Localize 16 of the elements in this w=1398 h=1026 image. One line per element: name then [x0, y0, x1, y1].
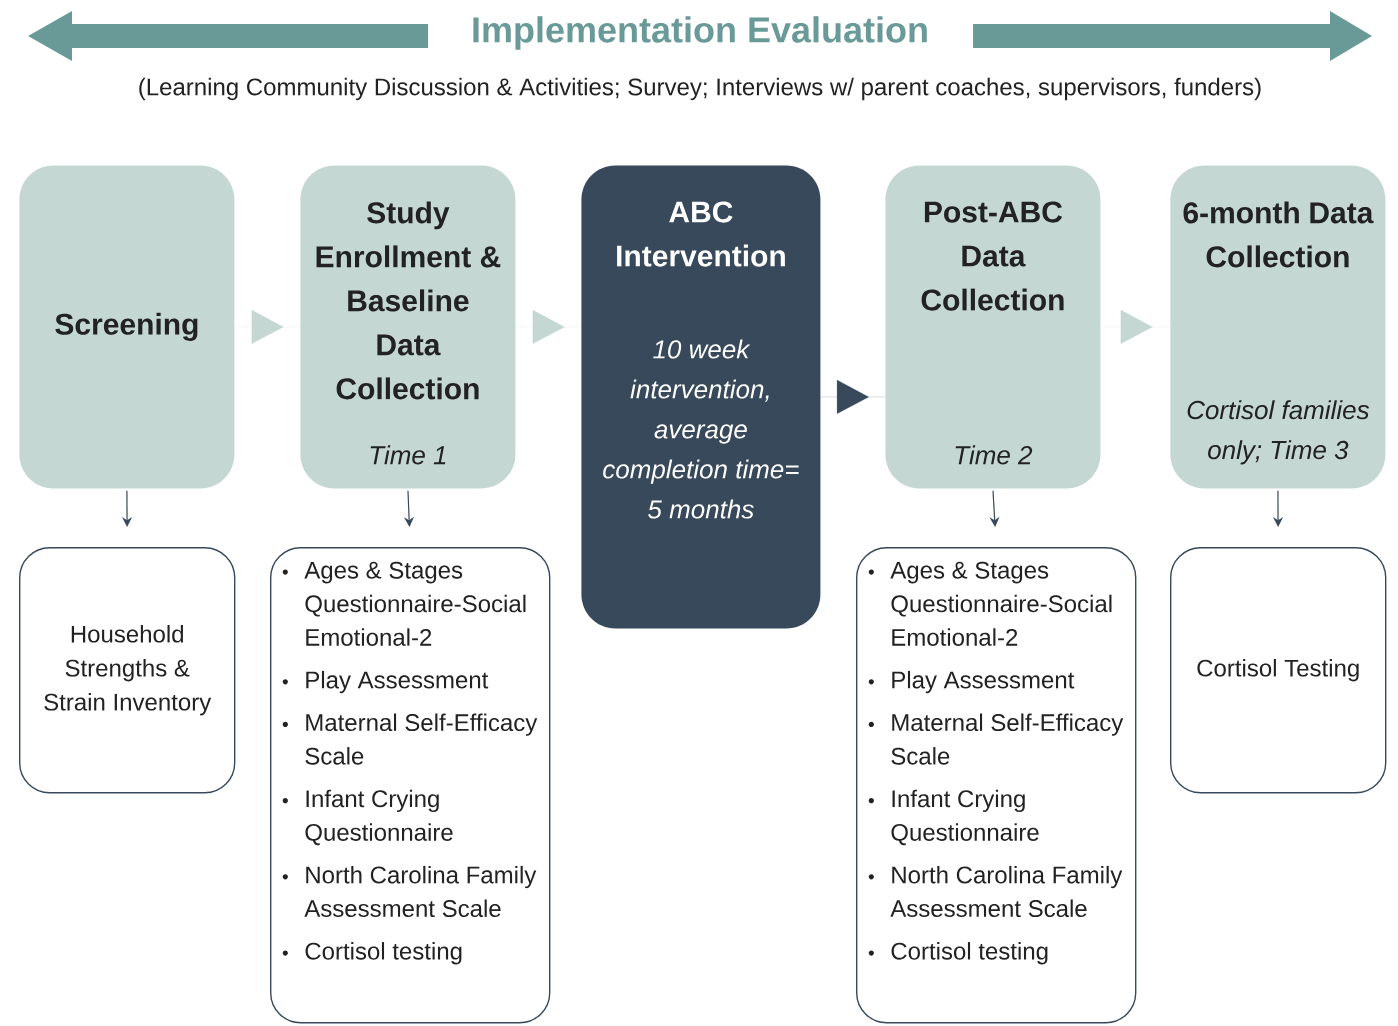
step-box: ABC Intervention 10 week intervention, average completion time= 5 months — [581, 165, 821, 629]
step-box: 6-month Data Collection Cortisol families only; Time 3 — [1170, 165, 1386, 489]
chevron-arrow — [234, 309, 301, 344]
measure-box: Ages & Stages Questionnaire-Social Emotional-2 Play Assessment Maternal Self-Efficacy Scale Infant Crying Questionnaire North Carolina Family Assessment Scale Cortisol testing — [856, 547, 1137, 1024]
step-box: Screening — [19, 165, 235, 489]
measure-box: Household Strengths & Strain Inventory — [19, 547, 236, 794]
chevron-arrow — [1100, 309, 1171, 344]
step-box: Post-ABC Data Collection Time 2 — [885, 165, 1101, 489]
arrow — [1273, 490, 1284, 527]
measure-box: Ages & Stages Questionnaire-Social Emotional-2 Play Assessment Maternal Self-Efficacy Scale Infant Crying Questionnaire North Carolina Family Assessment Scale Cortisol testing — [270, 547, 551, 1024]
chevron-arrow — [820, 379, 886, 414]
chevron-arrow — [515, 309, 582, 344]
title: Implementation Evaluation — [473, 16, 927, 50]
measure-box: Cortisol Testing — [1170, 547, 1387, 794]
step-box: Study Enrollment & Baseline Data Collection Time 1 — [300, 165, 516, 489]
subtitle: (Learning Community Discussion & Activities; Survey; Interviews w/ parent coaches, supervisors, funders) — [139, 77, 1261, 101]
